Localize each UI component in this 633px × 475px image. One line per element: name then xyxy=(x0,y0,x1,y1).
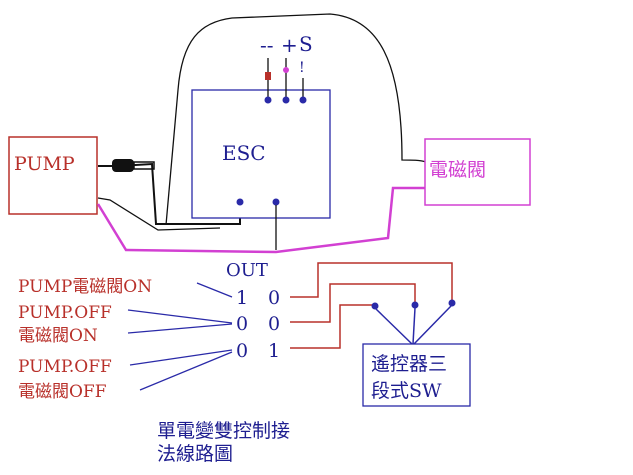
esc-marker-magenta xyxy=(283,67,289,73)
mode-2-code-b: 0 xyxy=(268,313,280,335)
mode-2-label-line-1: PUMP.OFF xyxy=(18,303,112,323)
esc-pin-tick: ! xyxy=(299,60,305,76)
mode-2-code-a: 0 xyxy=(236,313,248,335)
switch-contact-3 xyxy=(448,299,456,307)
mode-2-leader-a xyxy=(127,309,233,324)
mode-3-code-b: 1 xyxy=(268,340,280,362)
remote-switch-line-2: 段式SW xyxy=(371,380,442,402)
remote-switch-box xyxy=(362,343,471,407)
esc-marker-red xyxy=(265,72,271,80)
esc-pin-dot-2 xyxy=(282,96,290,104)
switch-wire-mode-3 xyxy=(290,304,373,349)
pump-connector xyxy=(112,159,134,172)
magenta-power-wire xyxy=(96,186,425,254)
pump-box xyxy=(8,136,98,215)
mode-3-leader-b xyxy=(139,351,233,391)
pump-return-wire xyxy=(97,197,221,231)
pump-connector-link xyxy=(133,161,155,170)
esc-label: ESC xyxy=(222,141,266,165)
esc-pin-dot-3 xyxy=(299,96,307,104)
switch-contact-2 xyxy=(411,301,419,309)
mode-2-label-line-2: 電磁閥ON xyxy=(18,326,98,346)
esc-pin-minus: -- xyxy=(260,33,274,57)
caption-line-2: 法線路圖 xyxy=(157,443,233,465)
switch-wire-mode-2 xyxy=(290,283,416,323)
mode-3-label-line-1: PUMP.OFF xyxy=(18,357,112,377)
switch-contact-1 xyxy=(371,302,379,310)
remote-switch-line-1: 遙控器三 xyxy=(371,353,447,375)
esc-pin-dot-1 xyxy=(264,96,272,104)
mode-1-code-b: 0 xyxy=(268,287,280,309)
switch-lever-3 xyxy=(413,305,452,345)
esc-box xyxy=(191,89,331,219)
mode-3-leader-a xyxy=(129,349,233,366)
esc-output-dot-2 xyxy=(272,198,280,206)
pump-label: PUMP xyxy=(14,153,75,175)
mode-3-code-a: 0 xyxy=(236,340,248,362)
black-loop-wire xyxy=(165,13,427,226)
switch-wire-mode-1 xyxy=(290,262,453,300)
esc-pin-signal: S xyxy=(299,32,313,56)
mode-1-code-a: 1 xyxy=(236,287,248,309)
mode-1-leader xyxy=(196,282,233,298)
valve-label: 電磁閥 xyxy=(429,159,486,181)
mode-1-label: PUMP電磁閥ON xyxy=(18,277,152,297)
mode-3-label-line-2: 電磁閥OFF xyxy=(18,382,107,402)
switch-lever-2 xyxy=(412,307,416,345)
esc-pin-plus: + xyxy=(281,33,298,57)
caption-line-1: 單電變雙控制接 xyxy=(157,420,290,442)
mode-2-leader-b xyxy=(127,323,233,334)
esc-output-dot-1 xyxy=(236,198,244,206)
out-label: OUT xyxy=(226,260,268,281)
switch-lever-1 xyxy=(375,308,413,345)
valve-box xyxy=(424,138,531,206)
